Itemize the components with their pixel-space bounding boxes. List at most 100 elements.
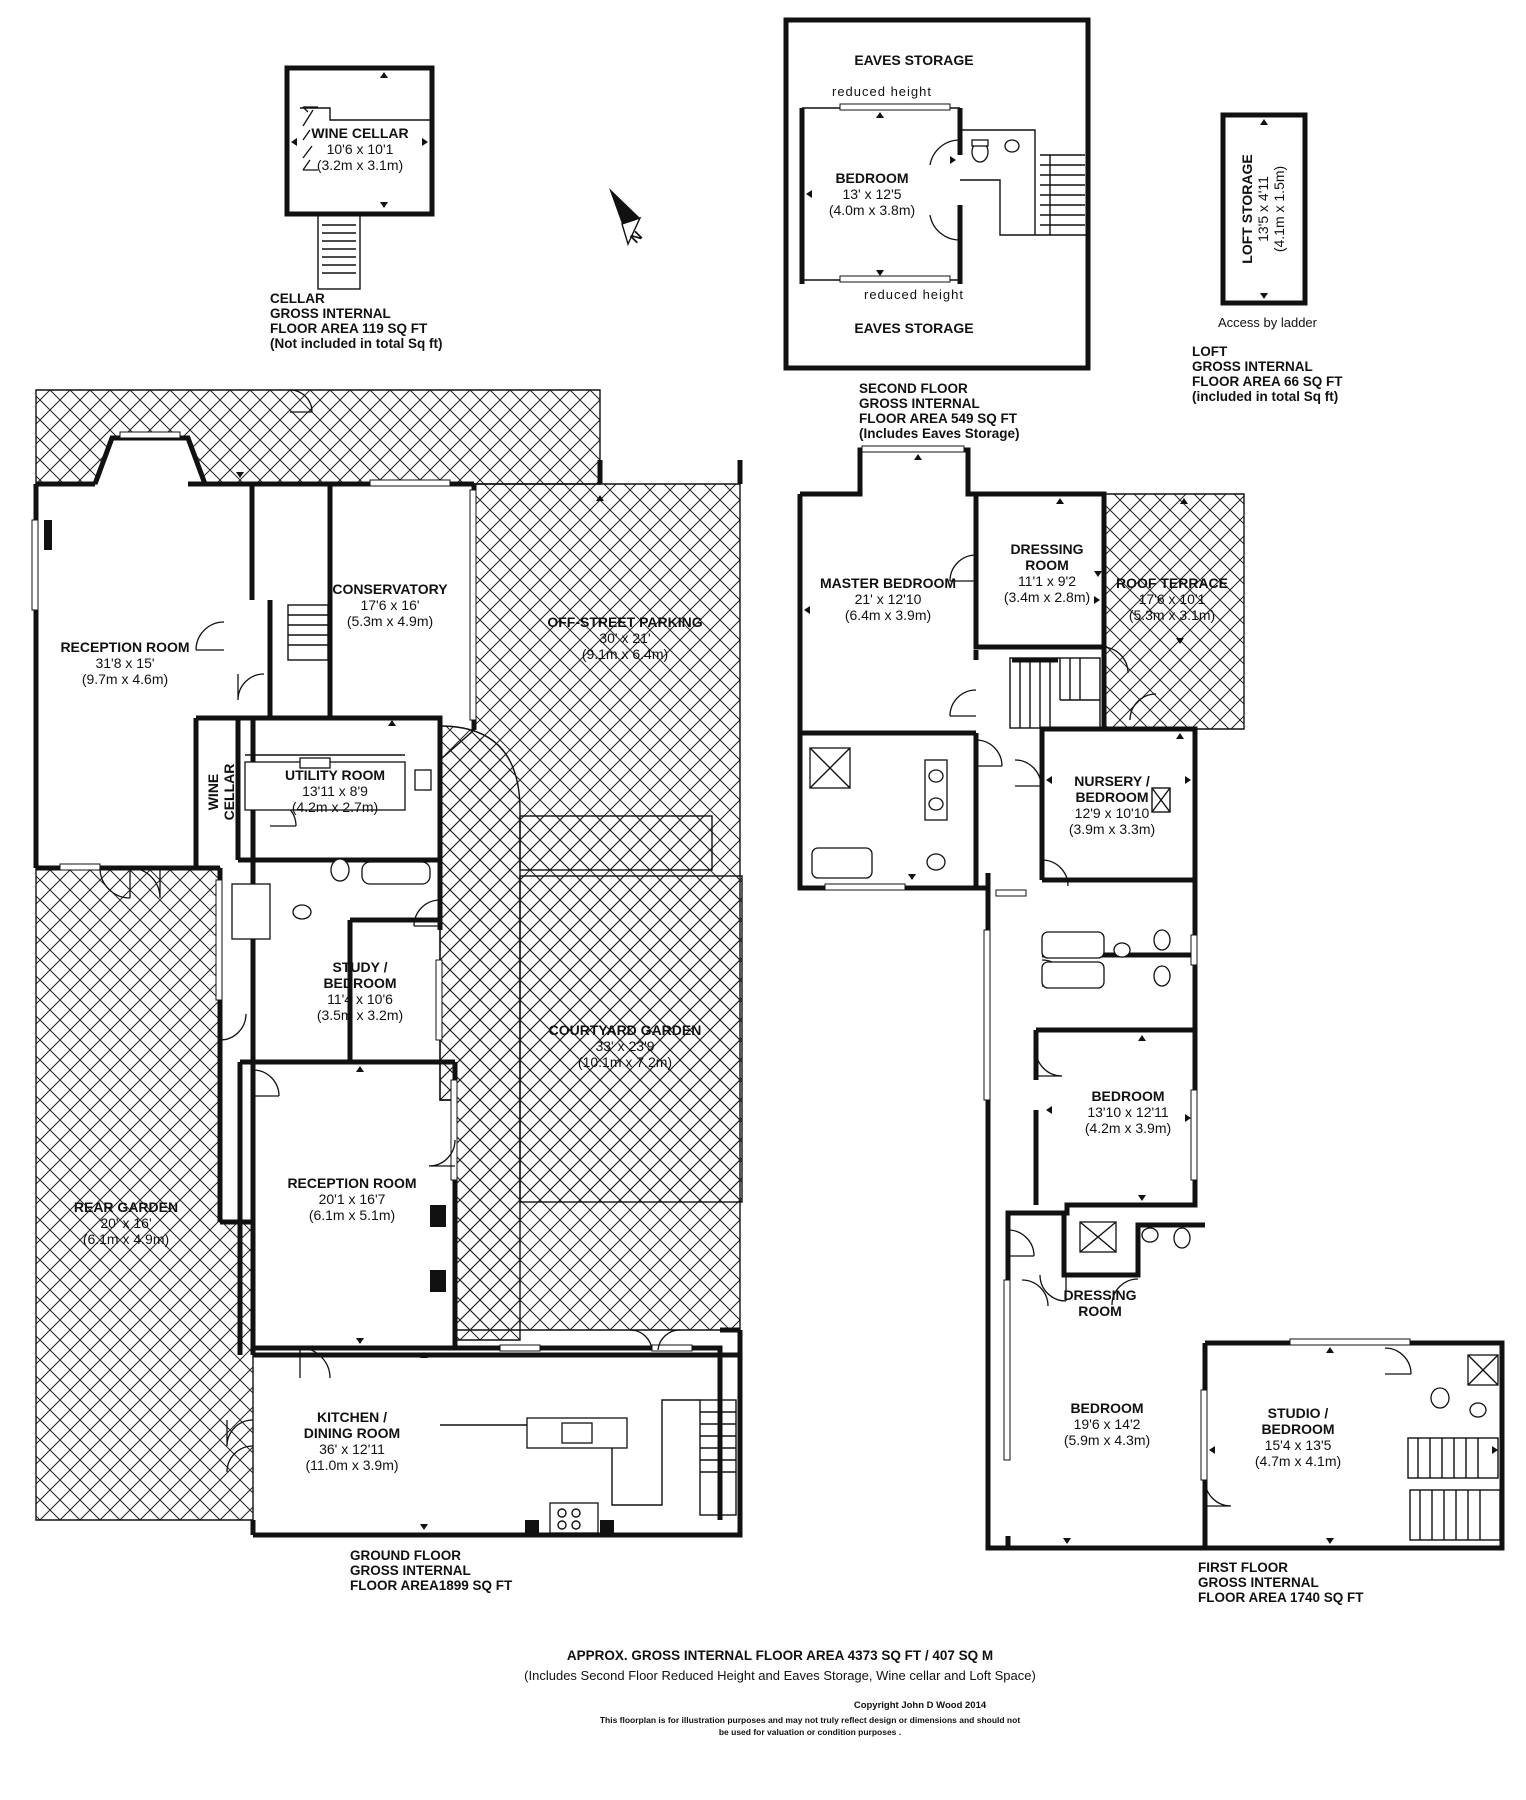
bedroom-3-label: BEDROOM <box>1070 1400 1143 1416</box>
ground-floor-plan: RECEPTION ROOM 31'8 x 15' (9.7m x 4.6m) … <box>31 389 743 1593</box>
second-floor-plan: EAVES STORAGE reduced height BEDROOM 13'… <box>783 17 1091 441</box>
loft-caption-1: LOFT <box>1192 344 1228 359</box>
loft-storage-dim-imperial: 13'5 x 4'11 <box>1255 176 1271 242</box>
wine-cellar-dim-imperial: 10'6 x 10'1 <box>327 141 394 157</box>
footer: APPROX. GROSS INTERNAL FLOOR AREA 4373 S… <box>524 1648 1036 1737</box>
loft-caption-3: FLOOR AREA 66 SQ FT <box>1192 374 1343 389</box>
ground-floor-caption-1: GROUND FLOOR <box>350 1548 461 1563</box>
loft-caption-4: (included in total Sq ft) <box>1192 389 1338 404</box>
first-floor-caption-2: GROSS INTERNAL <box>1198 1575 1319 1590</box>
dressing-room-2-label-2: ROOM <box>1078 1303 1122 1319</box>
total-area-includes: (Includes Second Floor Reduced Height an… <box>524 1668 1036 1683</box>
study-dim-imperial: 11'4 x 10'6 <box>327 991 393 1007</box>
nursery-dim-metric: (3.9m x 3.3m) <box>1069 821 1155 837</box>
study-dim-metric: (3.5m x 3.2m) <box>317 1007 403 1023</box>
roof-terrace-label: ROOF TERRACE <box>1116 575 1228 591</box>
kitchen-label-1: KITCHEN / <box>317 1409 387 1425</box>
eaves-storage-bottom: EAVES STORAGE <box>854 320 973 336</box>
second-floor-bedroom-label: BEDROOM <box>835 170 908 186</box>
reception-room-2-dim-metric: (6.1m x 5.1m) <box>309 1207 395 1223</box>
first-floor-caption-1: FIRST FLOOR <box>1198 1560 1288 1575</box>
first-floor-caption-3: FLOOR AREA 1740 SQ FT <box>1198 1590 1364 1605</box>
cellar-plan: WINE CELLAR 10'6 x 10'1 (3.2m x 3.1m) CE… <box>270 65 442 351</box>
courtyard-garden-dim-imperial: 33' x 23'9 <box>595 1038 654 1054</box>
dressing-room-1-label-1: DRESSING <box>1010 541 1083 557</box>
loft-storage-label: LOFT STORAGE <box>1239 154 1255 263</box>
second-floor-bedroom-dim-metric: (4.0m x 3.8m) <box>829 202 915 218</box>
study-label-2: BEDROOM <box>323 975 396 991</box>
studio-dim-metric: (4.7m x 4.1m) <box>1255 1453 1341 1469</box>
ground-floor-caption-2: GROSS INTERNAL <box>350 1563 471 1578</box>
kitchen-dim-metric: (11.0m x 3.9m) <box>305 1457 398 1473</box>
reduced-height-top: reduced height <box>832 84 932 99</box>
bedroom-3-dim-metric: (5.9m x 4.3m) <box>1064 1432 1150 1448</box>
courtyard-top <box>519 815 713 871</box>
master-bedroom-dim-metric: (6.4m x 3.9m) <box>845 607 931 623</box>
reception-room-1-dim-metric: (9.7m x 4.6m) <box>82 671 168 687</box>
loft-caption-2: GROSS INTERNAL <box>1192 359 1313 374</box>
rear-garden-dim-imperial: 20' x 16' <box>100 1215 151 1231</box>
reception-room-1-label: RECEPTION ROOM <box>60 639 189 655</box>
nursery-dim-imperial: 12'9 x 10'10 <box>1075 805 1150 821</box>
off-street-parking-dim-imperial: 30' x 21' <box>599 630 650 646</box>
second-floor-caption-3: FLOOR AREA 549 SQ FT <box>859 411 1018 426</box>
courtyard-garden-area <box>519 875 743 1203</box>
studio-label-1: STUDIO / <box>1268 1405 1329 1421</box>
kitchen-dim-imperial: 36' x 12'11 <box>319 1441 385 1457</box>
wine-cellar-side-label-1: WINE <box>205 774 221 811</box>
utility-room-dim-imperial: 13'11 x 8'9 <box>302 783 368 799</box>
north-arrow: N <box>609 188 645 246</box>
dressing-room-1-label-2: ROOM <box>1025 557 1069 573</box>
reception-room-2-dim-imperial: 20'1 x 16'7 <box>319 1191 386 1207</box>
nursery-label-2: BEDROOM <box>1075 789 1148 805</box>
dressing-room-2-label-1: DRESSING <box>1063 1287 1136 1303</box>
dressing-room-1-dim-metric: (3.4m x 2.8m) <box>1004 589 1090 605</box>
conservatory-label: CONSERVATORY <box>332 581 448 597</box>
conservatory-dim-metric: (5.3m x 4.9m) <box>347 613 433 629</box>
side-passage <box>439 725 521 1341</box>
total-area: APPROX. GROSS INTERNAL FLOOR AREA 4373 S… <box>567 1648 993 1663</box>
bedroom-3-dim-imperial: 19'6 x 14'2 <box>1074 1416 1141 1432</box>
reception-room-2-label: RECEPTION ROOM <box>287 1175 416 1191</box>
loft-storage-dim-metric: (4.1m x 1.5m) <box>1271 166 1287 252</box>
bedroom-2-dim-metric: (4.2m x 3.9m) <box>1085 1120 1171 1136</box>
cellar-caption-4: (Not included in total Sq ft) <box>270 336 442 351</box>
reception-room-1-dim-imperial: 31'8 x 15' <box>95 655 154 671</box>
courtyard-garden-label: COURTYARD GARDEN <box>549 1022 702 1038</box>
studio-dim-imperial: 15'4 x 13'5 <box>1265 1437 1332 1453</box>
study-label-1: STUDY / <box>333 959 388 975</box>
off-street-parking-label: OFF-STREET PARKING <box>547 614 702 630</box>
bedroom-2-label: BEDROOM <box>1091 1088 1164 1104</box>
disclaimer-line-2: be used for valuation or condition purpo… <box>719 1727 901 1737</box>
rear-garden-label: REAR GARDEN <box>74 1199 178 1215</box>
second-floor-caption-1: SECOND FLOOR <box>859 381 968 396</box>
eaves-storage-top: EAVES STORAGE <box>854 52 973 68</box>
loft-access-note: Access by ladder <box>1218 315 1318 330</box>
utility-room-label: UTILITY ROOM <box>285 767 385 783</box>
master-bedroom-dim-imperial: 21' x 12'10 <box>855 591 922 607</box>
second-floor-caption-2: GROSS INTERNAL <box>859 396 980 411</box>
rear-garden-dim-metric: (6.1m x 4.9m) <box>83 1231 169 1247</box>
second-floor-bedroom-dim-imperial: 13' x 12'5 <box>842 186 901 202</box>
cellar-caption-1: CELLAR <box>270 291 325 306</box>
bedroom-2-dim-imperial: 13'10 x 12'11 <box>1087 1104 1169 1120</box>
dressing-room-1-dim-imperial: 11'1 x 9'2 <box>1018 573 1076 589</box>
courtyard-garden-dim-metric: (10.1m x 7.2m) <box>578 1054 672 1070</box>
nursery-label-1: NURSERY / <box>1074 773 1150 789</box>
reduced-height-bottom: reduced height <box>864 287 964 302</box>
master-bedroom-label: MASTER BEDROOM <box>820 575 956 591</box>
cellar-caption-2: GROSS INTERNAL <box>270 306 391 321</box>
disclaimer-line-1: This floorplan is for illustration purpo… <box>600 1715 1020 1725</box>
ground-floor-caption-3: FLOOR AREA1899 SQ FT <box>350 1578 513 1593</box>
first-floor-plan: MASTER BEDROOM 21' x 12'10 (6.4m x 3.9m)… <box>797 445 1505 1605</box>
conservatory-dim-imperial: 17'6 x 16' <box>360 597 419 613</box>
wine-cellar-side-label-2: CELLAR <box>221 764 237 821</box>
second-floor-caption-4: (Includes Eaves Storage) <box>859 426 1020 441</box>
loft-plan: LOFT STORAGE 13'5 x 4'11 (4.1m x 1.5m) A… <box>1192 112 1343 404</box>
copyright: Copyright John D Wood 2014 <box>854 1700 987 1711</box>
roof-terrace-dim-imperial: 17'6 x 10'1 <box>1139 591 1206 607</box>
utility-room-dim-metric: (4.2m x 2.7m) <box>292 799 378 815</box>
wine-cellar-label: WINE CELLAR <box>311 125 408 141</box>
off-street-parking-dim-metric: (9.1m x 6.4m) <box>582 646 668 662</box>
